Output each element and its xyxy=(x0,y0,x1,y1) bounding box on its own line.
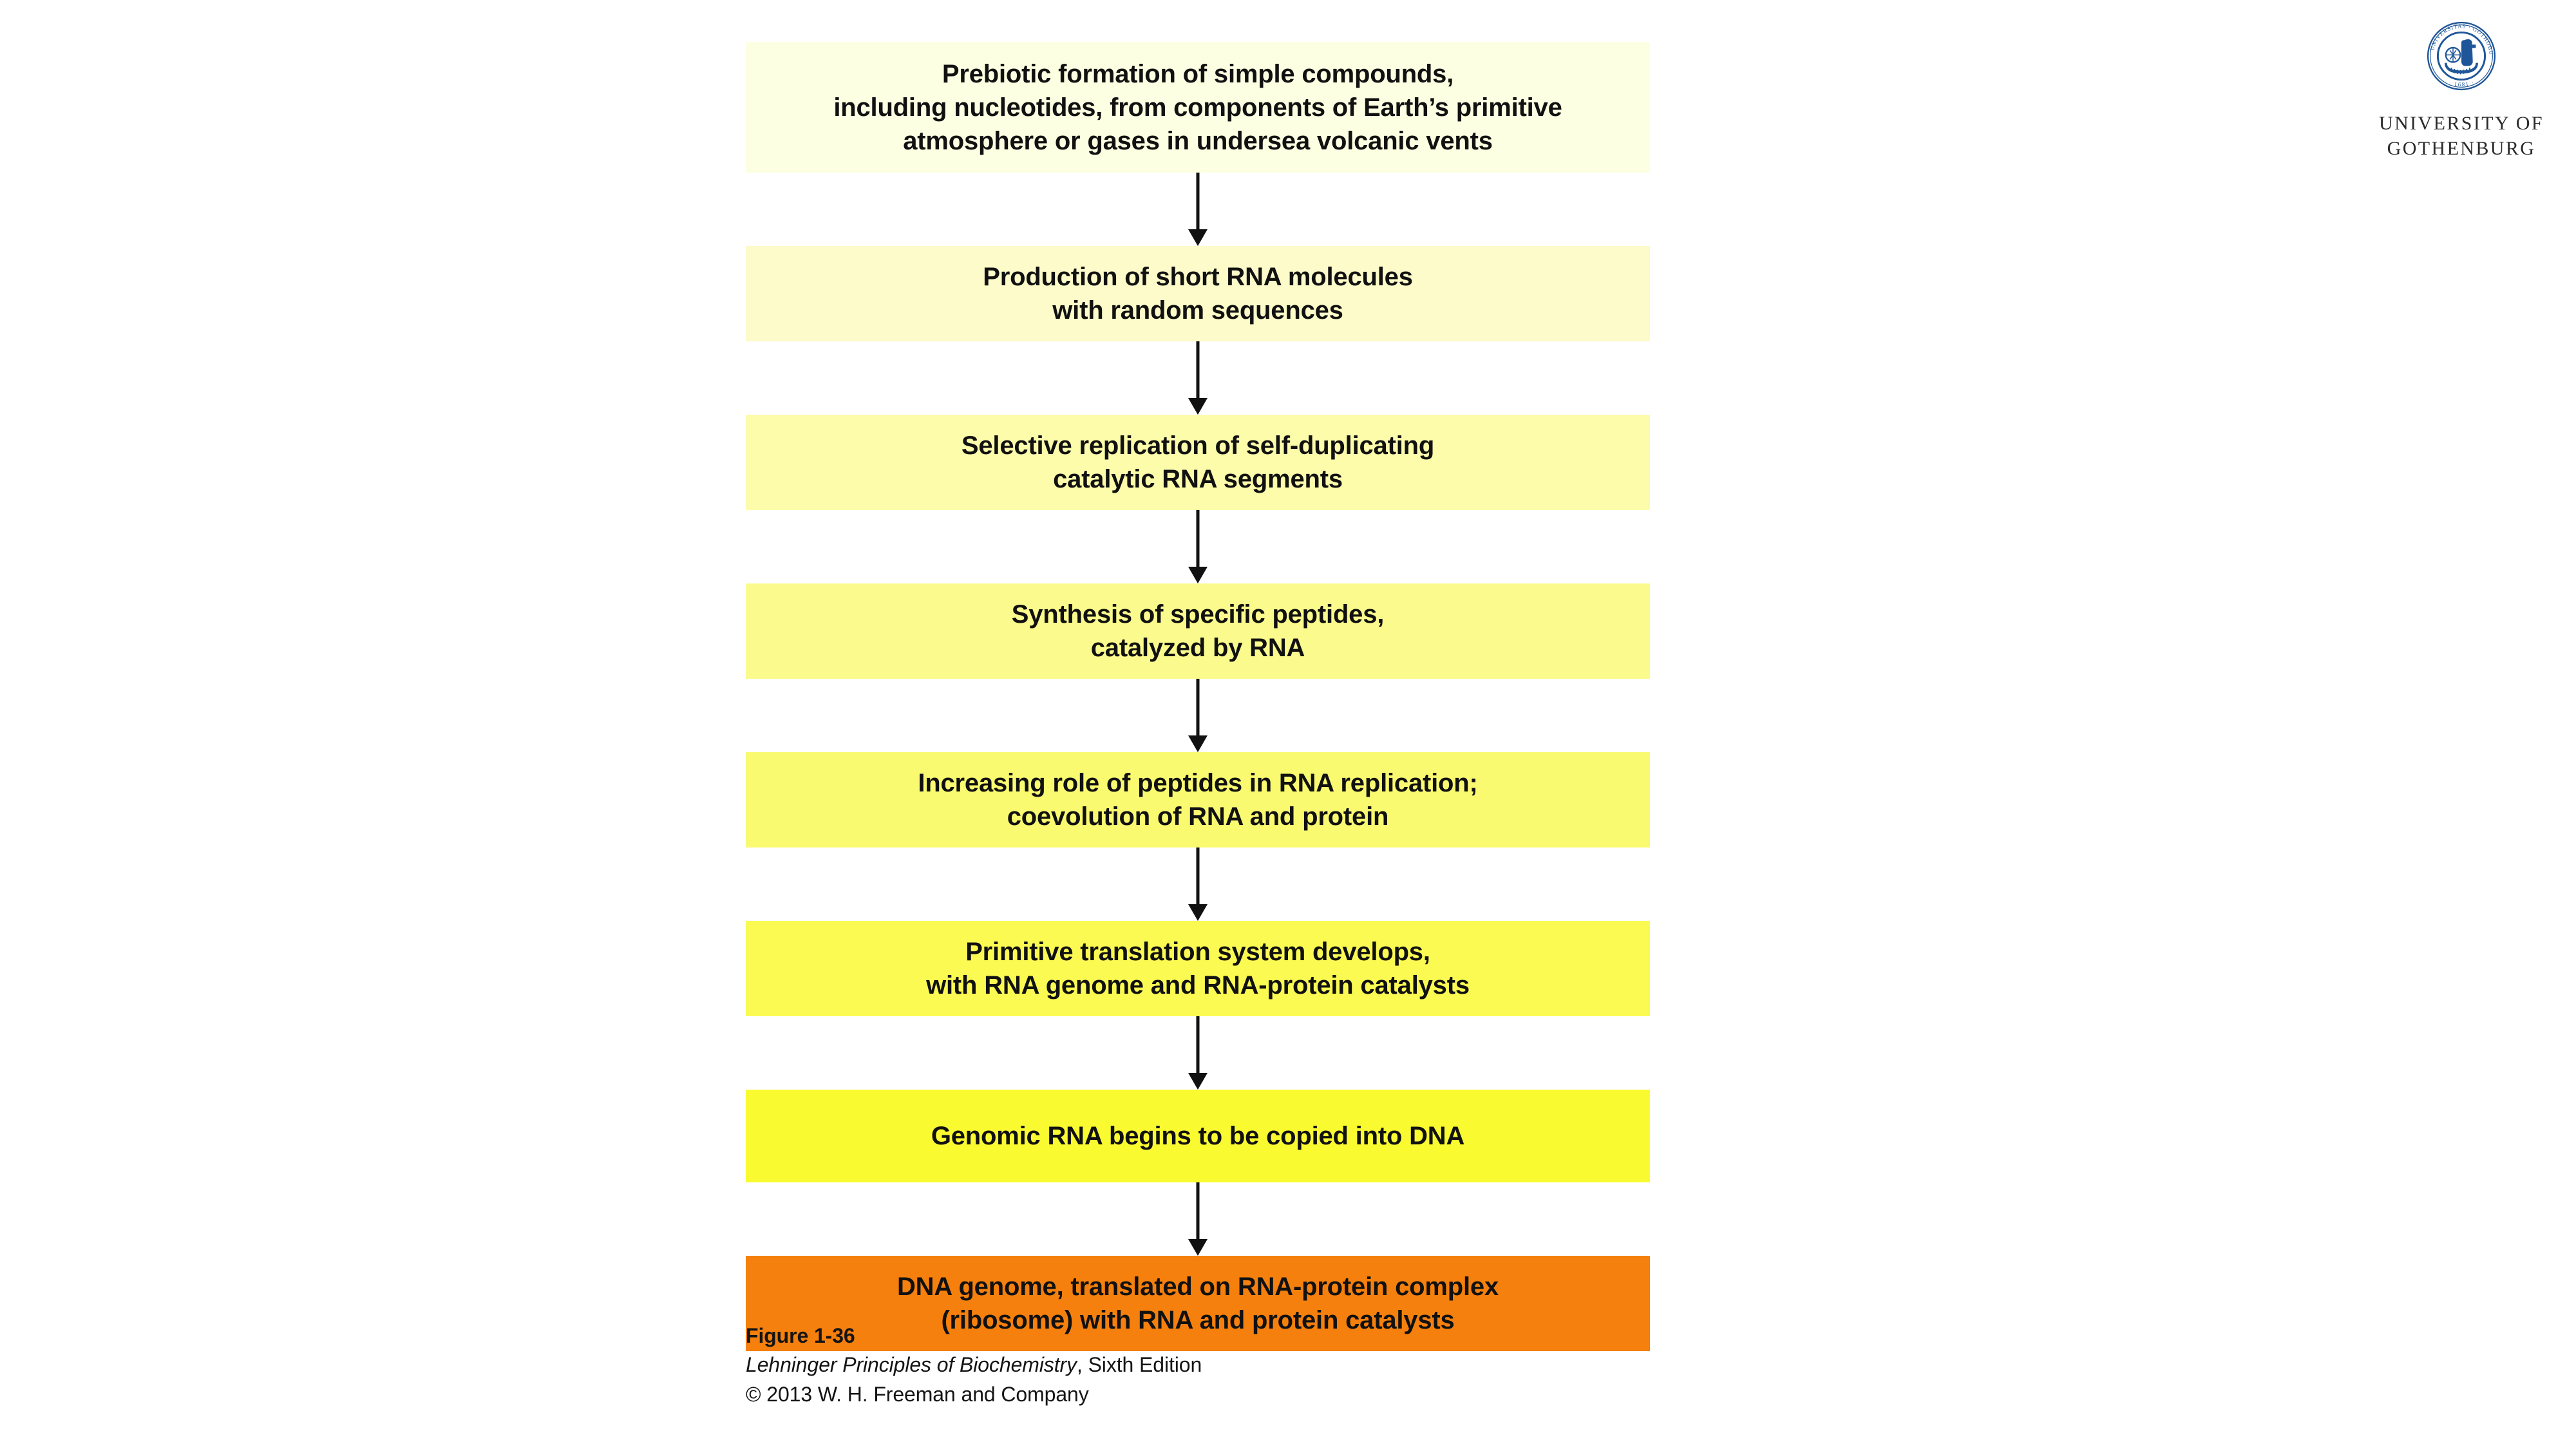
arrow-head-icon xyxy=(1188,229,1208,246)
flow-step-6-text: Primitive translation system develops, w… xyxy=(926,935,1470,1002)
flow-step-3-line-1: Selective replication of self-duplicatin… xyxy=(961,431,1435,460)
flow-step-1-line-1: Prebiotic formation of simple compounds, xyxy=(942,59,1454,88)
flow-step-6-line-1: Primitive translation system develops, xyxy=(965,938,1430,966)
source-title: Lehninger Principles of Biochemistry xyxy=(746,1353,1077,1377)
arrow-shaft xyxy=(1196,1182,1200,1242)
arrow-shaft xyxy=(1196,341,1200,401)
university-wordmark: UNIVERSITY OF GOTHENBURG xyxy=(2379,111,2544,161)
copyright-line: © 2013 W. H. Freeman and Company xyxy=(746,1382,1089,1406)
flow-step-2-line-1: Production of short RNA molecules xyxy=(983,263,1413,291)
flow-step-8: DNA genome, translated on RNA-protein co… xyxy=(746,1256,1650,1351)
flow-arrow-2 xyxy=(746,341,1650,415)
flow-step-4-line-1: Synthesis of specific peptides, xyxy=(1011,600,1385,629)
wordmark-line-1: UNIVERSITY OF xyxy=(2379,113,2544,134)
flow-step-6-line-2: with RNA genome and RNA-protein catalyst… xyxy=(926,971,1470,999)
evolution-flowchart: Prebiotic formation of simple compounds,… xyxy=(746,42,1650,1351)
flow-arrow-1 xyxy=(746,173,1650,246)
flow-step-7-line-1: Genomic RNA begins to be copied into DNA xyxy=(931,1122,1465,1150)
flow-arrow-6 xyxy=(746,1016,1650,1090)
flow-step-2-line-2: with random sequences xyxy=(1052,296,1343,325)
arrow-shaft xyxy=(1196,173,1200,232)
flow-step-1-line-3: atmosphere or gases in undersea volcanic… xyxy=(903,126,1493,155)
flow-step-4: Synthesis of specific peptides, catalyze… xyxy=(746,583,1650,679)
flow-step-2-text: Production of short RNA molecules with r… xyxy=(983,260,1413,327)
flow-step-1-line-2: including nucleotides, from components o… xyxy=(833,93,1562,122)
flow-arrow-4 xyxy=(746,679,1650,752)
flow-step-7: Genomic RNA begins to be copied into DNA xyxy=(746,1090,1650,1182)
arrow-shaft xyxy=(1196,679,1200,738)
flow-step-5-line-1: Increasing role of peptides in RNA repli… xyxy=(918,769,1478,797)
arrow-shaft xyxy=(1196,510,1200,569)
arrow-head-icon xyxy=(1188,1073,1208,1090)
university-seal-icon: UNIVERSITAS · GOTHOBURGENSIS · 1891 · xyxy=(2423,18,2496,91)
flow-arrow-5 xyxy=(746,848,1650,921)
arrow-head-icon xyxy=(1188,567,1208,583)
arrow-shaft xyxy=(1196,848,1200,907)
flow-step-5: Increasing role of peptides in RNA repli… xyxy=(746,752,1650,848)
flow-step-1: Prebiotic formation of simple compounds,… xyxy=(746,42,1650,173)
flow-step-4-line-2: catalyzed by RNA xyxy=(1090,634,1305,662)
flow-step-8-line-1: DNA genome, translated on RNA-protein co… xyxy=(896,1273,1499,1301)
flow-arrow-3 xyxy=(746,510,1650,583)
flow-step-4-text: Synthesis of specific peptides, catalyze… xyxy=(1011,598,1385,665)
source-edition: , Sixth Edition xyxy=(1076,1353,1202,1377)
flow-step-3-line-2: catalytic RNA segments xyxy=(1053,465,1343,493)
svg-text:· 1891 ·: · 1891 · xyxy=(2447,79,2475,88)
arrow-head-icon xyxy=(1188,735,1208,752)
university-logo: UNIVERSITAS · GOTHOBURGENSIS · 1891 · UN… xyxy=(2365,18,2558,161)
flow-step-5-line-2: coevolution of RNA and protein xyxy=(1007,802,1389,831)
flow-step-3-text: Selective replication of self-duplicatin… xyxy=(961,429,1434,496)
flow-step-2: Production of short RNA molecules with r… xyxy=(746,246,1650,341)
wordmark-line-2: GOTHENBURG xyxy=(2387,138,2536,159)
flow-step-3: Selective replication of self-duplicatin… xyxy=(746,415,1650,510)
flow-arrow-7 xyxy=(746,1182,1650,1256)
flow-step-5-text: Increasing role of peptides in RNA repli… xyxy=(918,766,1477,833)
source-reference: Lehninger Principles of Biochemistry, Si… xyxy=(746,1350,1202,1379)
arrow-head-icon xyxy=(1188,1239,1208,1256)
arrow-head-icon xyxy=(1188,904,1208,921)
figure-number: Figure 1-36 xyxy=(746,1324,855,1347)
flow-step-8-line-2: (ribosome) with RNA and protein catalyst… xyxy=(941,1306,1455,1334)
arrow-shaft xyxy=(1196,1016,1200,1075)
flow-step-1-text: Prebiotic formation of simple compounds,… xyxy=(833,57,1562,158)
flow-step-6: Primitive translation system develops, w… xyxy=(746,921,1650,1016)
arrow-head-icon xyxy=(1188,398,1208,415)
flow-step-7-text: Genomic RNA begins to be copied into DNA xyxy=(931,1119,1465,1153)
figure-caption: Figure 1-36 Lehninger Principles of Bioc… xyxy=(746,1321,1202,1409)
flow-step-8-text: DNA genome, translated on RNA-protein co… xyxy=(897,1270,1499,1337)
